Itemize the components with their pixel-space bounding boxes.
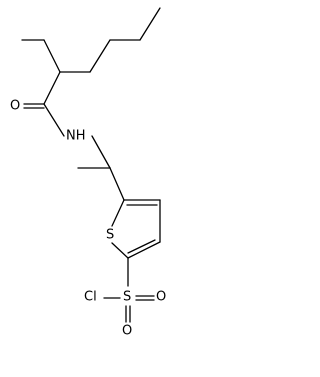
bond-ring-c4-c5-a xyxy=(127,241,161,259)
atom-label-sulfonyl-sulfur: S xyxy=(123,290,131,305)
atom-label-sulfonyl-oxygen-right: O xyxy=(156,290,166,305)
bond-ethyl-1 xyxy=(43,39,61,73)
bond-carbonyl-nitrogen xyxy=(43,103,65,137)
molecule-svg: O NH S S O O Cl xyxy=(10,7,166,339)
atom-label-carbonyl-oxygen: O xyxy=(10,99,20,114)
bond-ring-c4-c5-b xyxy=(127,239,156,254)
bond-alpha-carbonyl xyxy=(43,71,61,105)
bond-nitrogen-ch xyxy=(91,135,111,169)
bond-ring-s-c2 xyxy=(111,199,125,227)
bond-ring-c5-s xyxy=(111,242,129,259)
atom-label-amide-nitrogen: NH xyxy=(66,129,86,144)
bond-ch-thiophene xyxy=(109,167,125,201)
structure-diagram: O NH S S O O Cl xyxy=(10,7,166,339)
bond-butyl-3 xyxy=(89,39,111,73)
atom-label-ring-sulfur: S xyxy=(106,228,114,243)
bond-butyl-1 xyxy=(139,7,161,41)
atom-label-sulfonyl-oxygen-bottom: O xyxy=(122,324,132,339)
atom-label-chlorine: Cl xyxy=(84,290,97,305)
